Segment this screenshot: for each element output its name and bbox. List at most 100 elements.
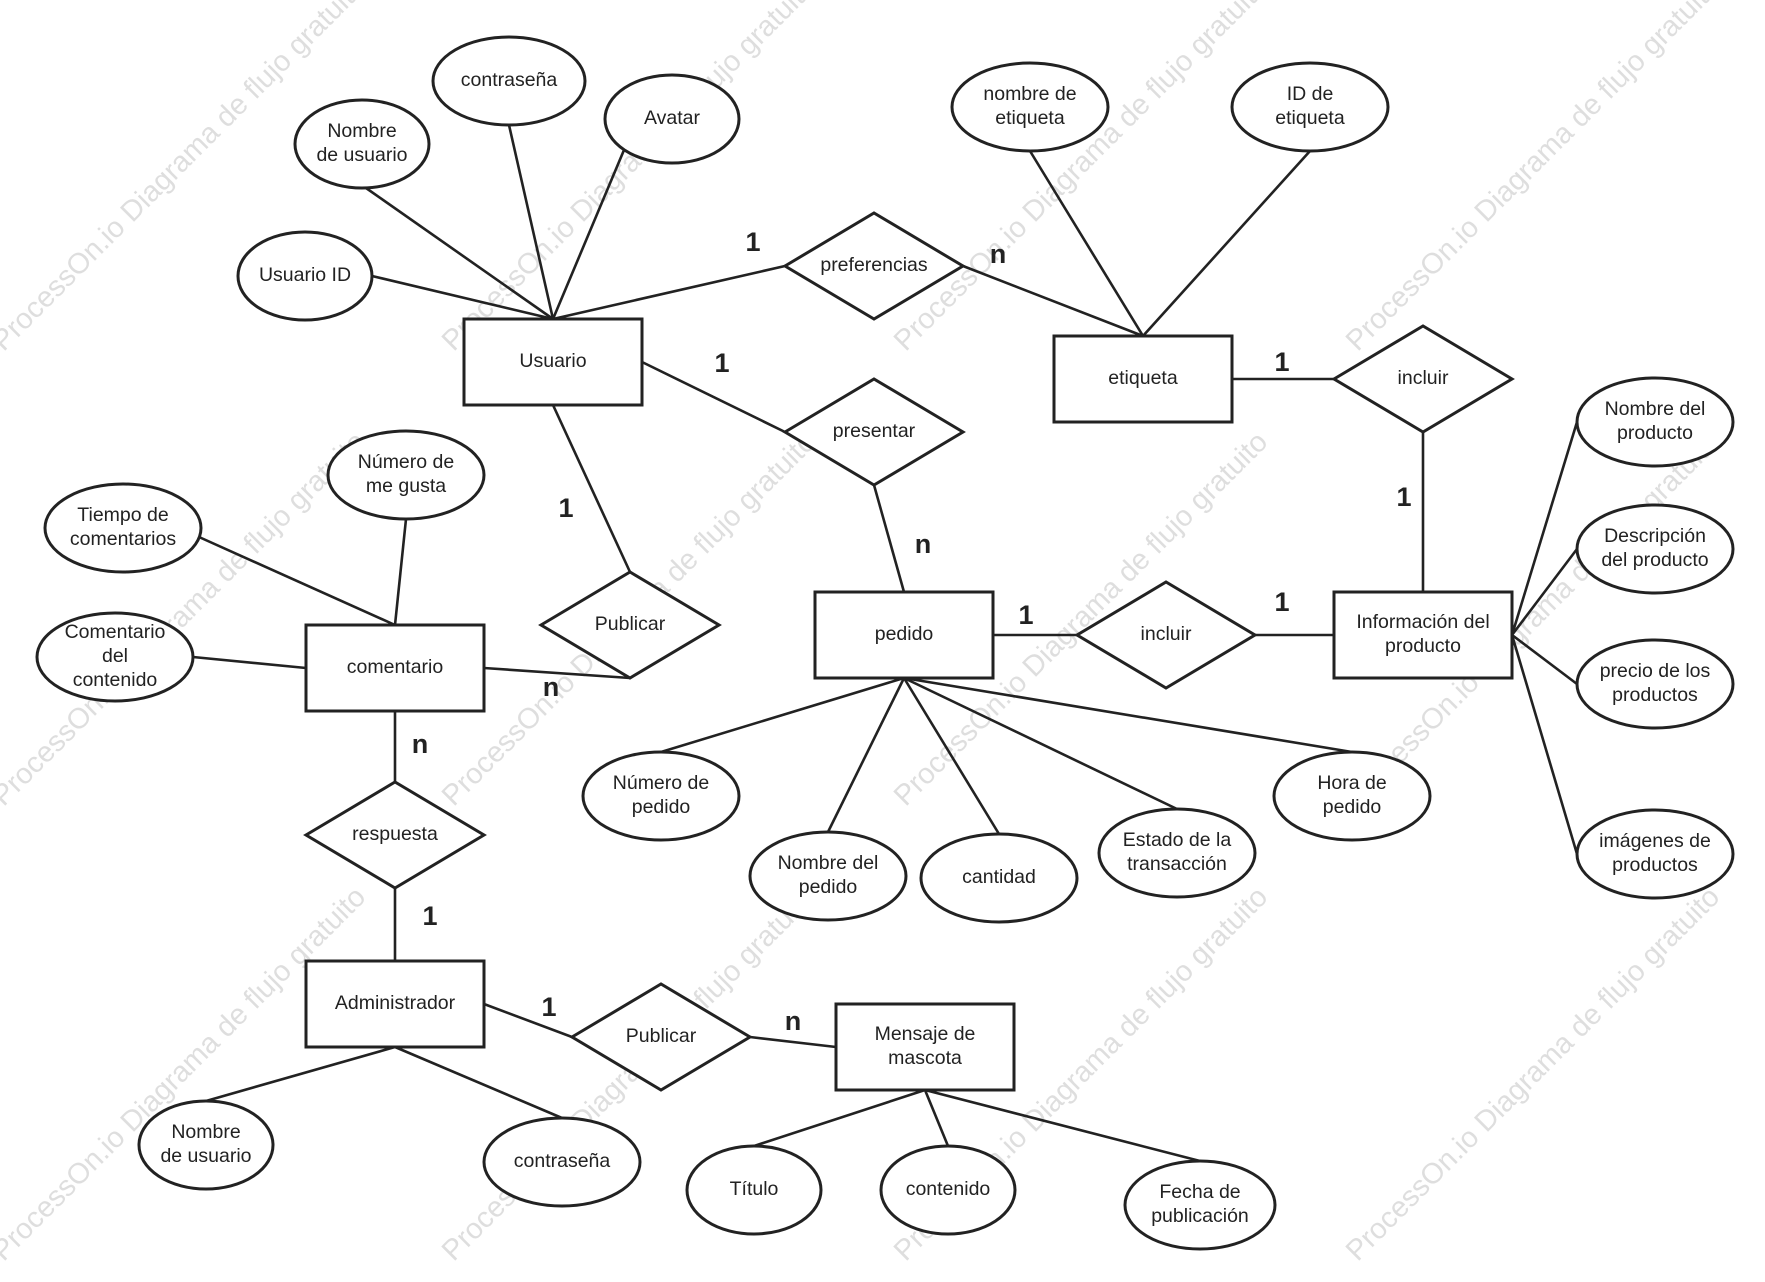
cardinality-pedido-incluir: 1 [1018, 600, 1033, 630]
attribute-titulo: Título [685, 1144, 823, 1236]
cardinality-admin-publicar: 1 [541, 992, 556, 1022]
cardinality-comentario-respuesta: n [412, 729, 429, 759]
entity-mensaje-label: mascota [888, 1047, 962, 1069]
watermark-text: ProcessOn.io Diagrama de flujo gratuito [1340, 881, 1726, 1267]
watermark-text: ProcessOn.io Diagrama de flujo gratuito [888, 0, 1274, 357]
relationship-preferencias: preferencias [782, 211, 966, 321]
attribute-descripcion-producto-label: del producto [1601, 549, 1708, 571]
attribute-comentario-contenido-label: contenido [73, 669, 158, 691]
relationship-presentar: presentar [782, 377, 966, 487]
connector-line [483, 1002, 573, 1039]
relationship-publicar-mensaje: Publicar [569, 982, 753, 1092]
connector-line [551, 149, 626, 320]
connector-line [1028, 150, 1145, 337]
entity-usuario-label: Usuario [519, 350, 586, 372]
relationship-presentar-label: presentar [833, 420, 916, 442]
attribute-comentario-contenido-label: Comentario [65, 621, 166, 643]
connector-line [1510, 634, 1579, 855]
attribute-numero-pedido-label: Número de [613, 772, 709, 794]
watermark-text: ProcessOn.io Diagrama de flujo gratuito [0, 881, 372, 1267]
connector-line [903, 676, 1178, 811]
attribute-numero-me-gusta-label: me gusta [366, 475, 446, 497]
entity-comentario: comentario [304, 623, 486, 713]
connector-line [902, 677, 1001, 835]
attribute-nombre-pedido-label: pedido [799, 876, 858, 898]
relationship-publicar-mensaje-label: Publicar [626, 1025, 697, 1047]
attribute-nombre-usuario-label: Nombre [327, 120, 396, 142]
attribute-comentario-contenido-label: del [102, 645, 128, 667]
relationship-publicar-comentario: Publicar [538, 570, 722, 680]
cardinality-publicar-comentario: n [543, 672, 560, 702]
attribute-nombre-usuario-label: de usuario [316, 144, 407, 166]
attribute-precio-productos-label: precio de los [1600, 660, 1711, 682]
entity-comentario-label: comentario [347, 656, 444, 678]
connector-line [660, 676, 905, 754]
attribute-nombre-etiqueta-label: nombre de [983, 83, 1076, 105]
relationship-incluir-etiqueta-label: incluir [1398, 367, 1449, 389]
attribute-contrasena-admin: contraseña [482, 1116, 642, 1208]
entity-usuario: Usuario [462, 317, 644, 407]
entity-pedido: pedido [813, 590, 995, 680]
cardinality-usuario-publicar: 1 [558, 493, 573, 523]
attribute-nombre-producto-label: producto [1617, 422, 1693, 444]
relationship-incluir-pedido: incluir [1074, 580, 1258, 690]
relationship-publicar-comentario-label: Publicar [595, 613, 666, 635]
attribute-nombre-usuario-admin-label: de usuario [160, 1145, 251, 1167]
connector-line [903, 676, 1353, 754]
connector-line [552, 264, 786, 321]
connector-line [192, 655, 307, 670]
attribute-contrasena-usuario: contraseña [431, 35, 587, 127]
entity-mensaje-label: Mensaje de [875, 1023, 976, 1045]
node-layer: Usuario etiqueta comentario pedido Informaci… [35, 35, 1735, 1251]
connector-line [371, 274, 554, 321]
connector-line [394, 1045, 563, 1120]
cardinality-incluir-info: 1 [1396, 482, 1411, 512]
attribute-numero-me-gusta-label: Número de [358, 451, 454, 473]
connector-line [1142, 150, 1311, 337]
attribute-cantidad-label: cantidad [962, 866, 1036, 888]
attribute-nombre-producto-label: Nombre del [1605, 398, 1706, 420]
attribute-nombre-pedido-label: Nombre del [778, 852, 879, 874]
connector-line [1510, 548, 1579, 636]
attribute-contrasena-usuario-label: contraseña [461, 69, 558, 91]
cardinality-usuario-preferencias: 1 [745, 227, 760, 257]
attribute-precio-productos-label: productos [1612, 684, 1698, 706]
attribute-imagenes-productos-label: productos [1612, 854, 1698, 876]
cardinality-presentar-pedido: n [915, 529, 932, 559]
cardinality-incluir-pedido-info: 1 [1274, 587, 1289, 617]
attribute-id-etiqueta-label: ID de [1287, 83, 1334, 105]
connector-line [393, 518, 408, 626]
cardinality-respuesta-admin: 1 [422, 901, 437, 931]
connector-line [198, 535, 396, 627]
watermark-text: ProcessOn.io Diagrama de flujo gratuito [0, 426, 372, 812]
connector-line [641, 360, 786, 434]
attribute-fecha-publicacion-label: Fecha de [1159, 1181, 1240, 1203]
connector-line [551, 404, 632, 573]
entity-administrador-label: Administrador [335, 992, 456, 1014]
attribute-descripcion-producto-label: Descripción [1604, 525, 1706, 547]
attribute-nombre-etiqueta-label: etiqueta [995, 107, 1065, 129]
attribute-avatar: Avatar [603, 73, 741, 165]
connector-line [753, 1088, 926, 1148]
attribute-imagenes-productos-label: imágenes de [1599, 830, 1711, 852]
connector-line [365, 186, 554, 321]
attribute-avatar-label: Avatar [644, 107, 701, 129]
attribute-titulo-label: Título [730, 1178, 779, 1200]
